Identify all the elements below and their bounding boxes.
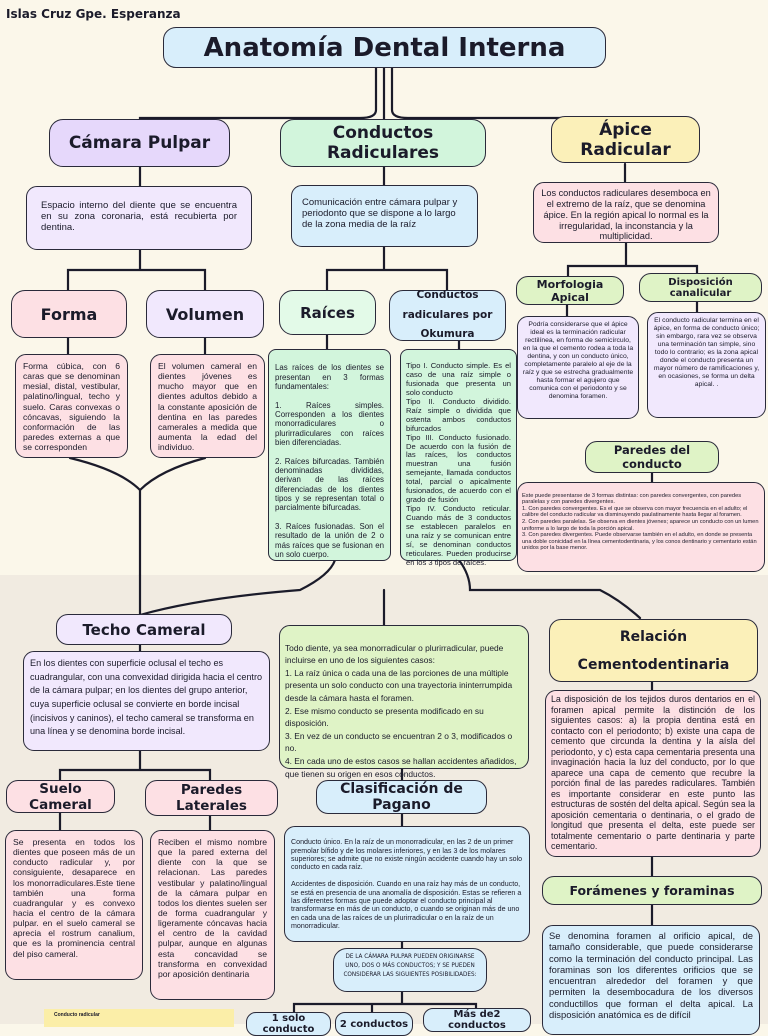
camara-pulpar-desc-text: Espacio interno del diente que se encuen… [41,200,237,234]
canalicular-text-box: El conducto radicular termina en el ápic… [647,312,766,418]
casos-text-box: Todo diente, ya sea monorradicular o plu… [279,625,529,779]
raices-header: Raíces [279,290,376,335]
laterales-header: Paredes Laterales [145,780,278,816]
morfologia-text: Podría considerarse que el ápice ideal e… [522,321,634,401]
laterales-text: Reciben el mismo nombre que la pared ext… [158,837,267,979]
foramenes-header: Forámenes y foraminas [542,876,762,905]
suelo-header: Suelo Cameral [6,780,115,813]
morfologia-header: Morfologia Apical [516,276,624,305]
apice-desc: Los conductos radiculares desemboca en e… [533,182,719,243]
foramenes-text-box: Se denomina foramen al orificio apical, … [542,925,760,1035]
forma-header: Forma [11,290,127,338]
okumura-title: Conductos radiculares por Okumura [402,288,493,341]
canalicular-text: El conducto radicular termina en el ápic… [653,317,760,389]
pagano-header: Clasificación de Pagano [316,780,487,814]
forma-text: Forma cúbica, con 6 caras que se denomin… [23,361,120,453]
camara-pulpar-title: Cámara Pulpar [68,133,211,153]
main-title-text: Anatomía Dental Interna [203,32,566,63]
volumen-text-box: El volumen cameral en dientes jóvenes es… [150,354,265,458]
apice-header: Ápice Radicular [551,116,700,163]
paredes-conducto-title: Paredes del conducto [613,443,691,471]
posibilidades-box: DE LA CÁMARA PULPAR PUEDEN ORIGINARSE UN… [333,948,487,992]
pagano-title: Clasificación de Pagano [340,781,463,813]
suelo-text-box: Se presenta en todos los dientes que pos… [5,830,143,980]
opcion-mas-conductos: Más de2 conductos [423,1008,531,1032]
relacion-title: Relación Cementodentinaria [577,628,730,673]
main-title: Anatomía Dental Interna [163,27,606,68]
relacion-text-box: La disposición de los tejidos duros dent… [545,690,761,857]
laterales-text-box: Reciben el mismo nombre que la pared ext… [150,830,275,1000]
pagano-text: Conducto único. En la raíz de un monorra… [291,838,523,930]
volumen-title: Volumen [165,304,245,324]
techo-text: En los dientes con superficie oclusal el… [30,658,263,737]
camara-pulpar-header: Cámara Pulpar [49,119,230,167]
conducto-radicular-thumbnail: Conducto radicular [44,1009,234,1027]
conductos-title: Conductos Radiculares [326,123,440,163]
opcion-2-conductos: 2 conductos [335,1012,413,1036]
thumbnail-label: Conducto radicular [54,1012,100,1018]
volumen-header: Volumen [146,290,264,338]
relacion-text: La disposición de los tejidos duros dent… [551,694,755,851]
laterales-title: Paredes Laterales [176,782,247,814]
morfologia-text-box: Podría considerarse que el ápice ideal e… [517,316,639,419]
conductos-desc-text: Comunicación entre cámara pulpar y perio… [302,197,458,231]
camara-pulpar-desc: Espacio interno del diente que se encuen… [26,186,252,250]
forma-text-box: Forma cúbica, con 6 caras que se denomin… [15,354,128,458]
raices-text: Las raíces de los dientes se presentan e… [275,363,384,559]
okumura-text: Tipo I. Conducto simple. Es el caso de u… [406,360,511,567]
techo-header: Techo Cameral [56,614,232,645]
paredes-conducto-header: Paredes del conducto [585,441,719,473]
opcion-1-label: 1 solo conducto [262,1013,315,1035]
okumura-header: Conductos radiculares por Okumura [389,289,506,341]
author-name: Islas Cruz Gpe. Esperanza [6,7,181,21]
raices-title: Raíces [300,303,355,322]
paredes-conducto-text: Este puede presentarse de 3 formas disti… [522,492,759,552]
canalicular-header: Disposición canalicular [639,273,762,302]
apice-title: Ápice Radicular [580,119,671,160]
forma-title: Forma [40,304,98,324]
techo-text-box: En los dientes con superficie oclusal el… [23,651,270,751]
relacion-header: Relación Cementodentinaria [549,619,758,682]
foramenes-text: Se denomina foramen al orificio apical, … [549,930,753,1020]
pagano-text-box: Conducto único. En la raíz de un monorra… [284,826,530,942]
suelo-text: Se presenta en todos los dientes que pos… [13,837,135,959]
foramenes-title: Forámenes y foraminas [569,883,735,898]
techo-title: Techo Cameral [82,620,206,639]
opcion-mas-label: Más de2 conductos [448,1009,506,1031]
opcion-1-conducto: 1 solo conducto [246,1012,331,1036]
opcion-2-label: 2 conductos [339,1018,409,1030]
casos-text: Todo diente, ya sea monorradicular o plu… [285,642,517,779]
suelo-title: Suelo Cameral [29,780,92,813]
canalicular-title: Disposición canalicular [668,276,733,299]
okumura-text-box: Tipo I. Conducto simple. Es el caso de u… [400,349,517,567]
volumen-text: El volumen cameral en dientes jóvenes es… [158,361,257,453]
posibilidades-text: DE LA CÁMARA PULPAR PUEDEN ORIGINARSE UN… [343,954,477,979]
apice-desc-text: Los conductos radiculares desemboca en e… [541,188,711,242]
paredes-conducto-text-box: Este puede presentarse de 3 formas disti… [517,482,765,572]
raices-text-box: Las raíces de los dientes se presentan e… [268,349,391,561]
conductos-desc: Comunicación entre cámara pulpar y perio… [291,185,478,247]
conductos-header: Conductos Radiculares [280,119,486,167]
morfologia-title: Morfologia Apical [536,277,604,304]
